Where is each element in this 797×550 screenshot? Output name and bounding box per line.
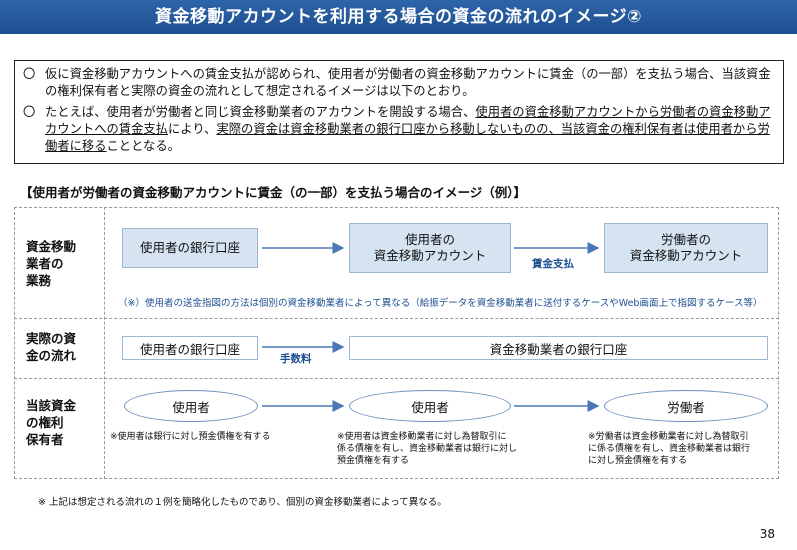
- wage-payment-label: 賃金支払: [532, 258, 574, 270]
- intro-underline-1: 使用者の資金移動アカウントから労働者の資金移動アカウントへの賃金支払: [45, 105, 771, 136]
- column-divider: [104, 207, 105, 479]
- row-divider: [14, 378, 779, 379]
- diagram-frame: [14, 207, 779, 479]
- row-label-holder: 当該資金 の権利 保有者: [26, 398, 77, 447]
- fee-label: 手数料: [280, 353, 312, 365]
- remittance-note: （※）使用者の送金指図の方法は個別の資金移動業者によって異なる（給振データを資金…: [118, 298, 763, 309]
- bullet-mark: 〇: [23, 67, 36, 81]
- intro-text-2b: により、: [167, 122, 217, 136]
- employer-bank-account-flow-box: 使用者の銀行口座: [122, 336, 258, 360]
- transfer-provider-bank-account-box: 資金移動業者の銀行口座: [349, 336, 768, 360]
- holder-note-2: ※使用者は資金移動業者に対し為替取引に 係る債権を有し、資金移動業者は銀行に対し…: [337, 432, 518, 466]
- page-number: 38: [759, 527, 775, 541]
- diagram-title: 【使用者が労働者の資金移動アカウントに賃金（の一部）を支払う場合のイメージ（例）…: [20, 185, 527, 200]
- intro-paragraph-1: 〇 仮に資金移動アカウントへの賃金支払が認められ、使用者が労働者の資金移動アカウ…: [23, 66, 775, 100]
- holder-employer-ellipse-2: 使用者: [349, 390, 511, 422]
- intro-text-1: 仮に資金移動アカウントへの賃金支払が認められ、使用者が労働者の資金移動アカウント…: [45, 67, 771, 98]
- footnote: ※ 上記は想定される流れの１例を簡略化したものであり、個別の資金移動業者によって…: [38, 497, 447, 508]
- worker-fund-transfer-account-box: 労働者の 資金移動アカウント: [604, 223, 768, 273]
- row-label-flow: 実際の資 金の流れ: [26, 331, 77, 363]
- holder-worker-ellipse: 労働者: [604, 390, 768, 422]
- intro-underline-2: 実際の資金は資金移動業者の銀行口座から移動しないものの、当該資金の権利保有者は使…: [45, 122, 770, 153]
- intro-text-2a: たとえば、使用者が労働者と同じ資金移動業者のアカウントを開設する場合、: [45, 105, 476, 119]
- intro-paragraph-2: 〇 たとえば、使用者が労働者と同じ資金移動業者のアカウントを開設する場合、使用者…: [23, 104, 775, 155]
- bullet-mark: 〇: [23, 105, 36, 119]
- employer-bank-account-box: 使用者の銀行口座: [122, 228, 258, 268]
- row-divider: [14, 318, 779, 319]
- intro-box: 〇 仮に資金移動アカウントへの賃金支払が認められ、使用者が労働者の資金移動アカウ…: [14, 60, 784, 164]
- holder-employer-ellipse-1: 使用者: [124, 390, 258, 422]
- row-label-business: 資金移動 業者の 業務: [26, 239, 77, 288]
- employer-fund-transfer-account-box: 使用者の 資金移動アカウント: [349, 223, 511, 273]
- intro-text-2c: こととなる。: [106, 139, 180, 153]
- holder-note-1: ※使用者は銀行に対し預金債権を有する: [110, 432, 271, 442]
- page-title: 資金移動アカウントを利用する場合の資金の流れのイメージ②: [0, 0, 797, 34]
- holder-note-3: ※労働者は資金移動業者に対し為替取引 に係る債権を有し、資金移動業者は銀行 に対…: [588, 432, 751, 466]
